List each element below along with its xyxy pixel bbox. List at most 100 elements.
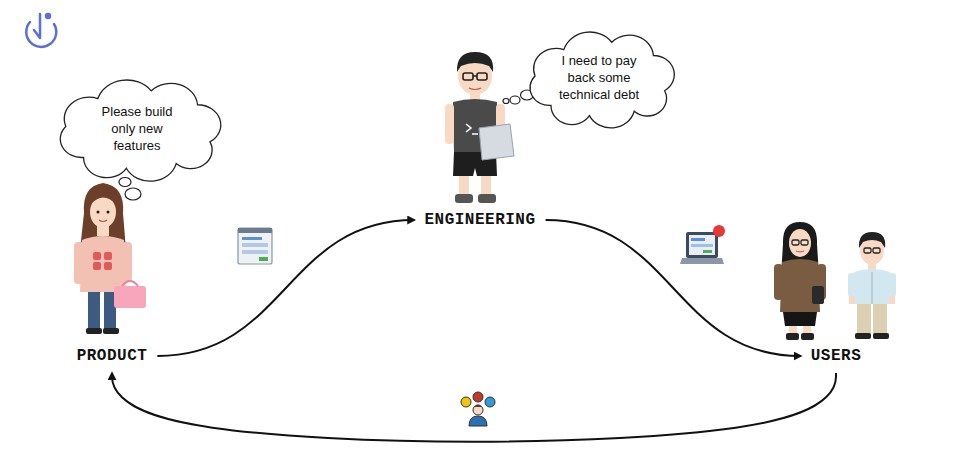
user-man	[854, 269, 890, 304]
product-woman	[97, 226, 109, 236]
role-label: ENGINEERING	[420, 209, 539, 231]
product-woman	[86, 328, 102, 334]
cloud-outline	[530, 31, 674, 127]
form-icon	[242, 243, 268, 247]
thought-dots	[503, 99, 509, 104]
engineer	[463, 73, 487, 80]
product-woman	[80, 236, 126, 292]
product-woman	[90, 192, 117, 206]
user-man	[864, 248, 871, 253]
user-woman	[786, 333, 799, 340]
product-woman	[93, 252, 101, 260]
logo	[34, 14, 40, 38]
role-label: USERS	[807, 345, 866, 367]
thought-text: Please build only new features	[89, 103, 185, 154]
user-man	[857, 304, 871, 334]
product-woman	[99, 220, 107, 222]
thought-dots	[119, 90, 534, 200]
laptop-icon	[686, 232, 718, 258]
cloud-outline	[48, 80, 226, 176]
user-woman	[774, 222, 826, 340]
user-man	[872, 272, 873, 304]
user-man	[889, 296, 895, 304]
user-man	[849, 296, 855, 304]
engineer	[478, 194, 496, 203]
engineer	[469, 88, 481, 90]
engineer	[466, 124, 471, 132]
role-name: ENGINEERING	[424, 211, 535, 229]
user-woman	[783, 312, 817, 326]
engineer	[472, 133, 478, 135]
laptop-icon	[713, 225, 725, 237]
role-label: PRODUCT	[73, 345, 152, 367]
user-woman	[803, 326, 811, 334]
form-icon	[238, 228, 272, 264]
user-man	[848, 232, 896, 339]
feedback-icon	[474, 405, 482, 408]
user-woman	[812, 286, 824, 304]
engineer	[477, 73, 487, 80]
product-woman	[122, 242, 132, 282]
form-icon	[242, 237, 262, 240]
user-woman	[789, 229, 811, 257]
product-woman	[93, 252, 112, 270]
product-woman	[93, 262, 101, 270]
engineer	[459, 176, 469, 194]
engineer	[481, 176, 491, 194]
user-woman	[796, 251, 804, 252]
user-man	[873, 333, 889, 339]
user-man	[873, 248, 880, 253]
logo	[26, 22, 56, 47]
laptop-icon	[689, 235, 715, 255]
feedback-icon	[473, 405, 483, 415]
thought-dots	[125, 188, 141, 200]
engineer	[455, 194, 473, 203]
cloud-outline	[60, 80, 221, 181]
engineer	[479, 124, 514, 160]
thought-cloud: I need to pay back some technical debt	[519, 32, 679, 123]
user-woman	[774, 264, 783, 300]
flow-arrow	[112, 373, 836, 442]
engineer	[445, 104, 454, 144]
product-woman	[103, 328, 119, 334]
product-woman	[104, 252, 112, 260]
product-woman	[104, 262, 112, 270]
form-icon	[238, 228, 272, 233]
user-man	[855, 333, 871, 339]
engineer	[463, 73, 473, 80]
user-woman	[780, 259, 820, 312]
engineer	[473, 75, 477, 77]
user-woman	[792, 240, 808, 245]
laptop-icon	[680, 258, 724, 264]
form-icon	[242, 250, 268, 254]
user-man	[848, 273, 856, 297]
laptop-icon	[691, 238, 705, 241]
feedback-icon	[461, 392, 495, 426]
cloud-outline	[519, 32, 679, 123]
user-man	[864, 248, 880, 253]
feedback-icon	[461, 397, 471, 407]
thought-dots	[510, 96, 520, 104]
laptop-icon	[680, 225, 725, 264]
role-name: PRODUCT	[77, 347, 148, 365]
feedback-icon	[473, 392, 483, 402]
product-woman	[97, 211, 100, 214]
user-woman	[801, 240, 808, 245]
product-woman	[74, 242, 84, 284]
user-man	[873, 304, 887, 334]
product-woman	[107, 211, 110, 214]
flow-arrow	[546, 220, 801, 356]
laptop-icon	[691, 244, 713, 247]
thought-dots	[521, 90, 534, 100]
engineer	[457, 52, 493, 72]
laptop-icon	[703, 250, 712, 253]
user-woman	[792, 240, 799, 245]
user-man	[888, 273, 896, 297]
engineer	[445, 52, 514, 203]
feedback-icon	[485, 397, 495, 407]
user-woman	[789, 326, 797, 334]
thought-dots	[119, 178, 131, 187]
product-woman	[74, 183, 146, 334]
